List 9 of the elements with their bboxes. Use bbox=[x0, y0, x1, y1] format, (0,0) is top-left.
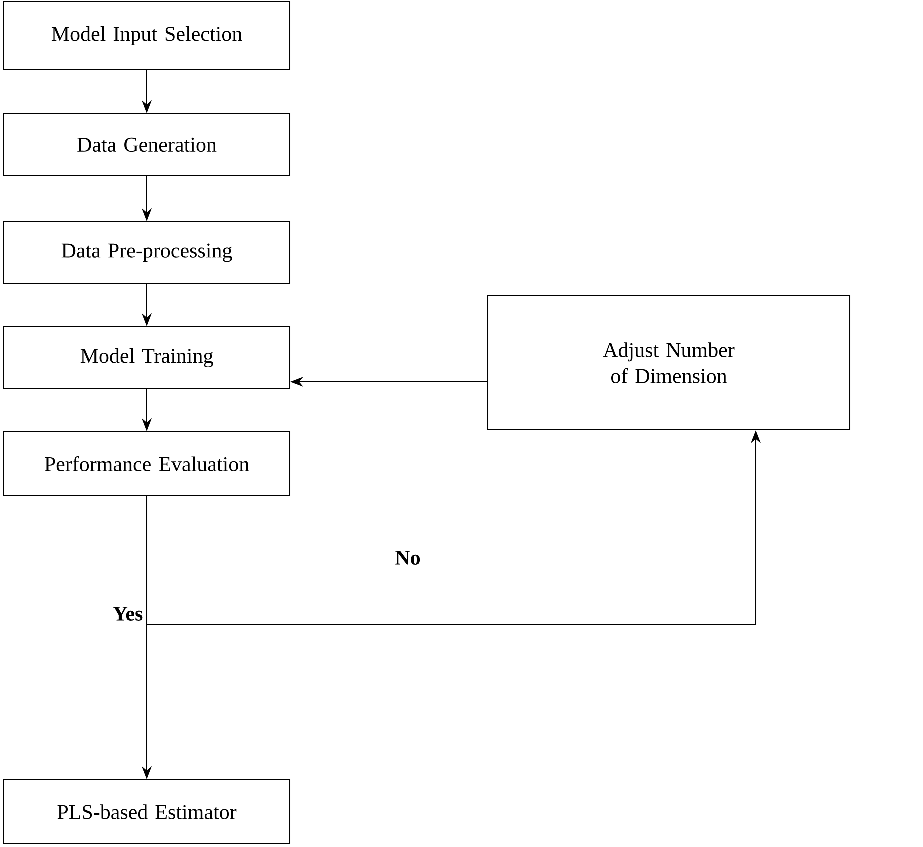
process-box: Model Input Selection bbox=[4, 2, 290, 70]
process-box: Adjust Number of Dimension bbox=[488, 296, 850, 430]
process-box: Data Pre-processing bbox=[4, 222, 290, 284]
edge-label: Yes bbox=[112, 606, 144, 622]
process-box: PLS-based Estimator bbox=[4, 780, 290, 844]
process-box: Model Training bbox=[4, 326, 290, 390]
process-box: Performance Evaluation bbox=[4, 432, 290, 496]
edge-label: No bbox=[394, 550, 422, 566]
process-box: Data Generation bbox=[4, 114, 290, 176]
